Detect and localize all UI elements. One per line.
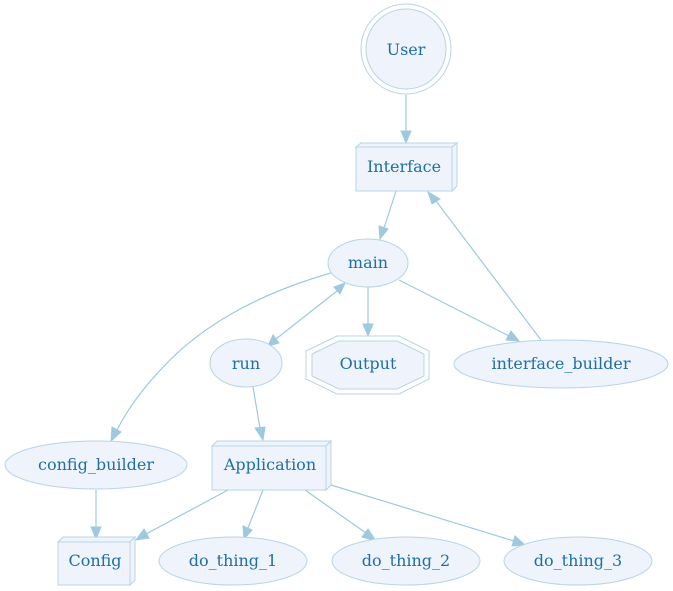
edges bbox=[90, 95, 542, 547]
node-config-label: Config bbox=[68, 551, 121, 570]
edge-main-interfacebuilder bbox=[398, 279, 521, 342]
node-interface-builder-label: interface_builder bbox=[492, 354, 631, 373]
edge-run-application bbox=[252, 386, 266, 442]
node-do-thing-3-label: do_thing_3 bbox=[534, 551, 622, 570]
node-do-thing-2: do_thing_2 bbox=[331, 536, 481, 586]
edge-interfacebuilder-interface bbox=[427, 190, 542, 341]
edge-application-dothing1 bbox=[242, 489, 264, 541]
edge-user-interface bbox=[400, 95, 412, 145]
node-output-label: Output bbox=[340, 354, 397, 373]
node-interface: Interface bbox=[354, 141, 459, 193]
node-interface-label: Interface bbox=[367, 157, 441, 176]
node-application-label: Application bbox=[223, 455, 316, 474]
edge-main-run bbox=[267, 282, 346, 347]
nodes: User Interface main run Output bbox=[4, 3, 669, 587]
node-output: Output bbox=[305, 335, 430, 395]
edge-application-dothing3 bbox=[330, 484, 527, 547]
node-config-builder: config_builder bbox=[4, 440, 188, 490]
node-application: Application bbox=[210, 439, 333, 492]
node-user: User bbox=[360, 3, 452, 95]
node-do-thing-1: do_thing_1 bbox=[158, 536, 308, 586]
edge-application-dothing2 bbox=[304, 489, 378, 542]
node-config: Config bbox=[56, 535, 137, 587]
node-main: main bbox=[327, 238, 409, 288]
edge-interface-main bbox=[378, 190, 397, 241]
node-run-label: run bbox=[232, 354, 260, 373]
edge-main-output bbox=[362, 287, 374, 338]
edge-application-config bbox=[134, 489, 229, 541]
node-main-label: main bbox=[348, 253, 388, 272]
node-do-thing-1-label: do_thing_1 bbox=[189, 551, 277, 570]
node-config-builder-label: config_builder bbox=[38, 455, 154, 474]
node-run: run bbox=[209, 338, 283, 388]
node-do-thing-3: do_thing_3 bbox=[503, 536, 653, 586]
edge-configbuilder-config bbox=[90, 490, 102, 541]
node-user-label: User bbox=[387, 40, 426, 59]
edge-main-configbuilder bbox=[110, 272, 332, 443]
node-interface-builder: interface_builder bbox=[453, 339, 669, 389]
node-do-thing-2-label: do_thing_2 bbox=[362, 551, 450, 570]
